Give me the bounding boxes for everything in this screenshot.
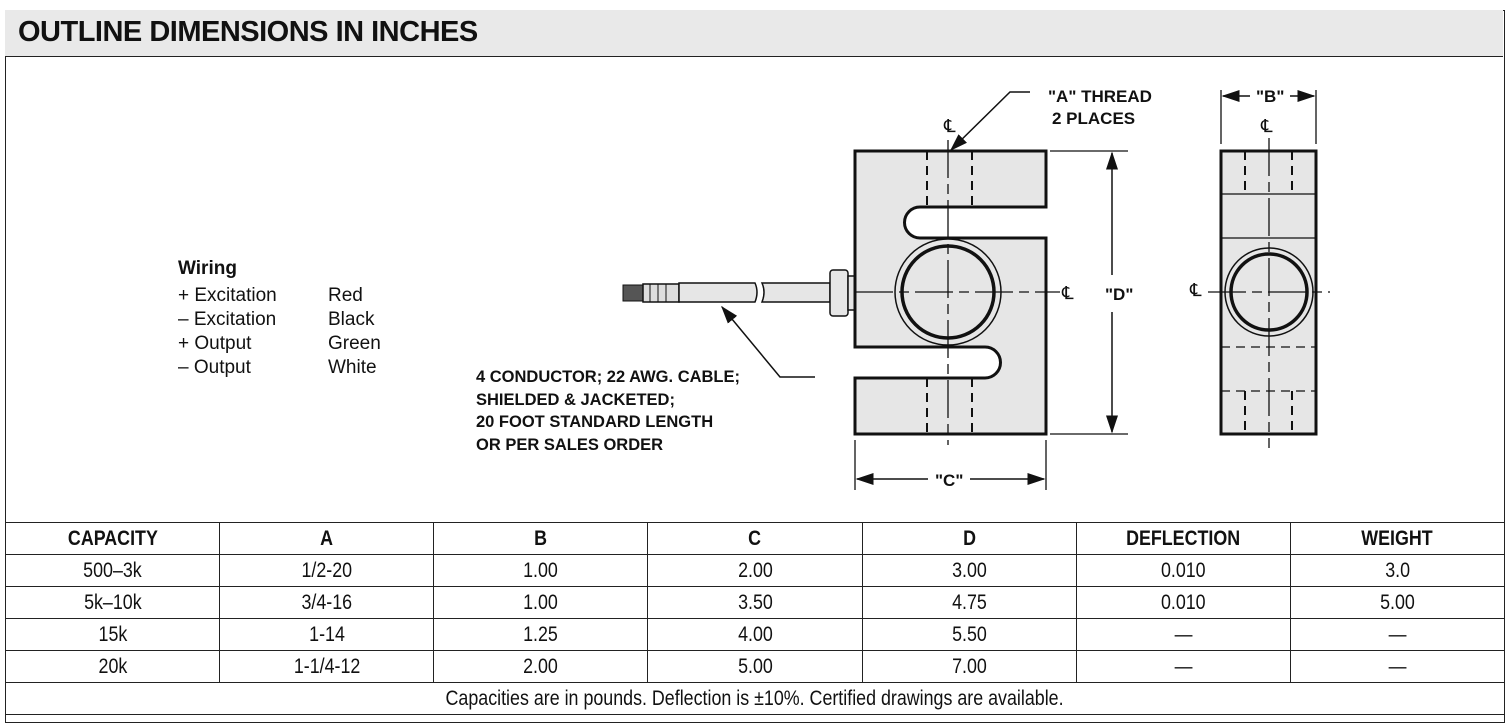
table-cell: — [1075, 618, 1291, 651]
table-cell: 3.50 [647, 586, 863, 619]
column-header: A [219, 522, 435, 555]
centerline-icon: ℄ [943, 116, 956, 137]
wire-color: Green [328, 333, 381, 354]
table-cell: 5k–10k [4, 586, 221, 619]
table-cell: 4.00 [647, 618, 863, 651]
cable-note-line: 4 CONDUCTOR; 22 AWG. CABLE; [476, 368, 741, 386]
column-header: C [647, 522, 863, 555]
wiring-row: – Excitation Black [178, 308, 381, 332]
table-cell: 3.0 [1289, 554, 1506, 587]
table-footnote: Capacities are in pounds. Deflection is … [5, 682, 1505, 715]
centerline-icon: ℄ [1189, 280, 1202, 301]
table-cell: 5.50 [861, 618, 1077, 651]
table-cell: 7.00 [861, 650, 1077, 683]
section-header: OUTLINE DIMENSIONS IN INCHES [5, 10, 1503, 57]
column-header: DEFLECTION [1075, 522, 1291, 555]
wiring-legend: Wiring + Excitation Red – Excitation Black… [178, 258, 381, 380]
table-cell: 1.25 [433, 618, 649, 651]
table-cell: 15k [4, 618, 221, 651]
cable-note: 4 CONDUCTOR; 22 AWG. CABLE; SHIELDED & J… [476, 366, 740, 456]
wiring-row: + Output Green [178, 332, 381, 356]
thread-label: "A" THREAD [1048, 87, 1152, 106]
table-cell: — [1075, 650, 1291, 683]
wiring-row: – Output White [178, 356, 381, 380]
cable-note-line: 20 FOOT STANDARD LENGTH [476, 413, 714, 431]
wire-color: Black [328, 309, 375, 330]
cable-note-line: SHIELDED & JACKETED; [476, 390, 675, 409]
wire-signal: – Excitation [178, 309, 277, 330]
table-cell: 1.00 [433, 586, 649, 619]
table-cell: 5.00 [647, 650, 863, 683]
wire-signal: – Output [178, 357, 251, 378]
table-cell: 20k [4, 650, 221, 683]
table-cell: — [1289, 650, 1506, 683]
table-cell: 500–3k [4, 554, 221, 587]
table-cell: 1/2-20 [219, 554, 435, 587]
table-footnote-row: Capacities are in pounds. Deflection is … [5, 682, 1505, 715]
wiring-title: Wiring [178, 258, 237, 279]
column-header: B [433, 522, 649, 555]
section-title: OUTLINE DIMENSIONS IN INCHES [18, 16, 478, 48]
table-cell: 1-14 [219, 618, 435, 651]
s-beam-side-view [1208, 90, 1330, 448]
dimension-b-label: "B" [1256, 87, 1284, 106]
dimension-c-label: "C" [935, 471, 963, 490]
thread-places-label: 2 PLACES [1052, 109, 1135, 128]
wire-color: Red [328, 285, 363, 306]
wire-signal: + Excitation [178, 285, 277, 306]
table-cell: 1-1/4-12 [219, 650, 435, 683]
centerline-icon: ℄ [1061, 283, 1074, 304]
table-cell: 3.00 [861, 554, 1077, 587]
wire-color: White [328, 357, 377, 378]
column-header: WEIGHT [1289, 522, 1506, 555]
footnote-text: Capacities are in pounds. Deflection is … [445, 686, 1065, 710]
table-cell: — [1289, 618, 1506, 651]
cable-note-line: OR PER SALES ORDER [476, 435, 664, 454]
table-cell: 3/4-16 [219, 586, 435, 619]
table-cell: 2.00 [433, 650, 649, 683]
table-cell: 0.010 [1075, 554, 1291, 587]
wire-signal: + Output [178, 333, 252, 354]
column-header: D [861, 522, 1077, 555]
centerline-icon: ℄ [1260, 116, 1273, 137]
column-header: CAPACITY [4, 522, 221, 555]
table-cell: 5.00 [1289, 586, 1506, 619]
table-cell: 2.00 [647, 554, 863, 587]
wiring-row: + Excitation Red [178, 284, 381, 308]
table-cell: 1.00 [433, 554, 649, 587]
table-cell: 4.75 [861, 586, 1077, 619]
dimension-d-label: "D" [1105, 285, 1133, 304]
cable [622, 269, 856, 317]
table-cell: 0.010 [1075, 586, 1291, 619]
